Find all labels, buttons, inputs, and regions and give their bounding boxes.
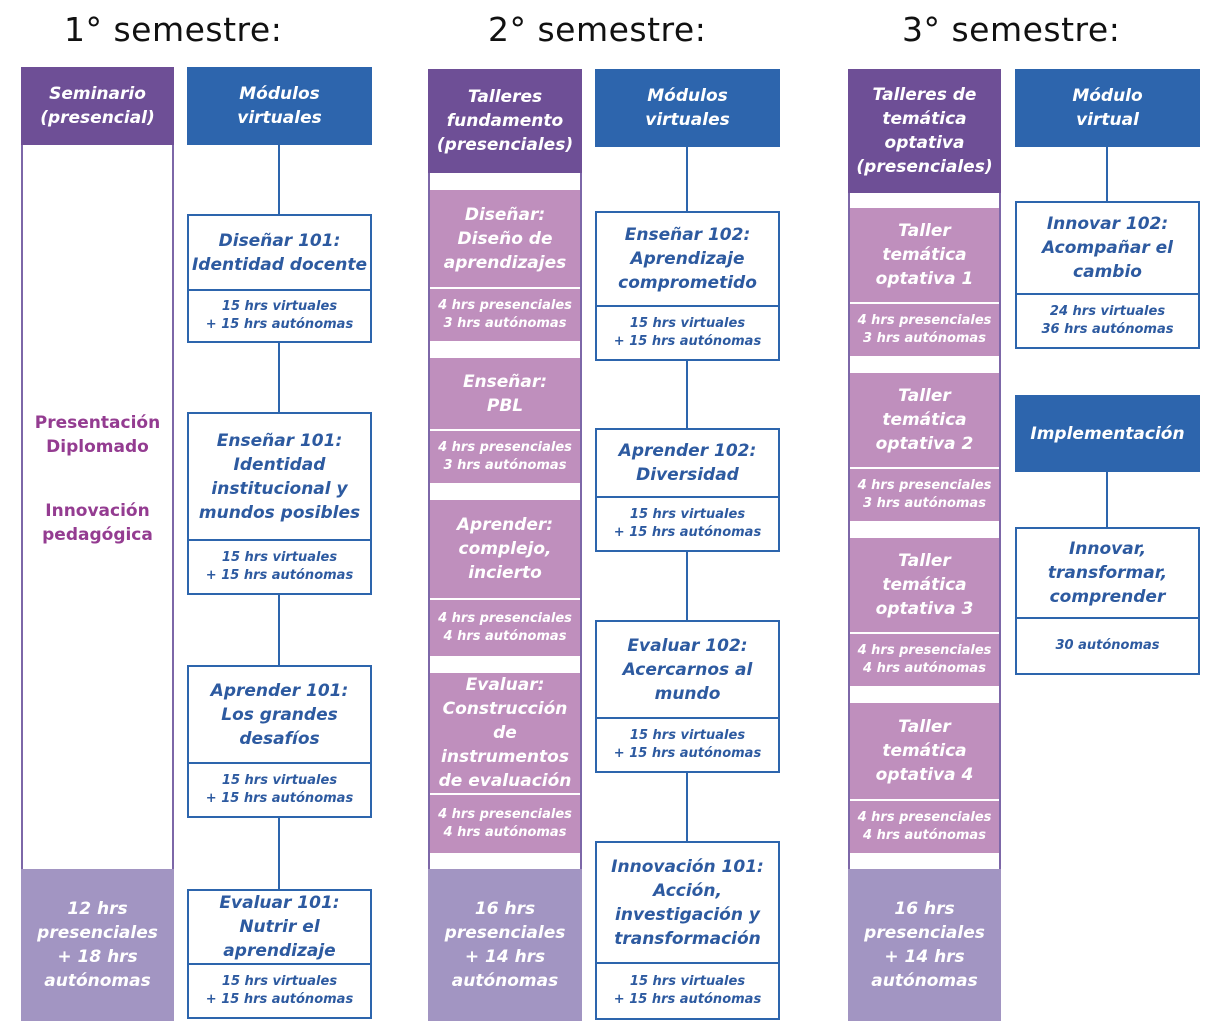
module-card: Innovación 101: Acción, investigación y … xyxy=(595,841,780,1020)
module-card: Diseñar 101: Identidad docente 15 hrs vi… xyxy=(187,214,372,343)
workshop-title: Taller temática optativa 2 xyxy=(875,386,974,454)
module-title: Evaluar 102: Acercarnos al mundo xyxy=(622,635,753,704)
workshop-title: Aprender: complejo, incierto xyxy=(456,515,554,583)
semester-1-title: 1° semestre: xyxy=(64,10,283,49)
connector-line xyxy=(1106,147,1108,202)
semester-1-seminar-presentation: Presentación Diplomado xyxy=(34,413,161,457)
module-card: Evaluar 101: Nutrir el aprendizaje 15 hr… xyxy=(187,889,372,1019)
module-title: Aprender 102: Diversidad xyxy=(618,441,757,485)
semester-3-title: 3° semestre: xyxy=(902,10,1121,49)
connector-line xyxy=(686,773,688,842)
workshop-hours: 4 hrs presenciales 4 hrs autónomas xyxy=(850,632,999,686)
semester-1-seminar-footer: 12 hrs presenciales + 18 hrs autónomas xyxy=(21,869,174,1021)
module-card: Aprender 102: Diversidad 15 hrs virtuale… xyxy=(595,428,780,552)
connector-line xyxy=(686,361,688,429)
module-title: Evaluar 101: Nutrir el aprendizaje xyxy=(219,893,340,961)
workshop-card: Enseñar: PBL 4 hrs presenciales 3 hrs au… xyxy=(430,358,580,483)
workshop-card: Evaluar: Construcción de instrumentos de… xyxy=(430,673,580,853)
connector-line xyxy=(278,343,280,413)
workshop-card: Taller temática optativa 2 4 hrs presenc… xyxy=(850,373,999,521)
semester-2-workshop-header: Talleres fundamento (presenciales) xyxy=(428,69,582,173)
module-hours: 15 hrs virtuales + 15 hrs autónomas xyxy=(597,496,778,550)
semester-2-virtual-header: Módulos virtuales xyxy=(595,69,780,147)
workshop-hours: 4 hrs presenciales 3 hrs autónomas xyxy=(850,302,999,356)
workshop-title: Evaluar: Construcción de instrumentos de… xyxy=(438,675,572,791)
module-hours: 15 hrs virtuales + 15 hrs autónomas xyxy=(189,762,370,816)
workshop-card: Taller temática optativa 3 4 hrs presenc… xyxy=(850,538,999,686)
module-hours: 15 hrs virtuales + 15 hrs autónomas xyxy=(597,305,778,359)
implementation-header: Implementación xyxy=(1015,395,1200,472)
module-hours: 15 hrs virtuales + 15 hrs autónomas xyxy=(597,962,778,1018)
module-card: Aprender 101: Los grandes desafíos 15 hr… xyxy=(187,665,372,818)
module-title: Diseñar 101: Identidad docente xyxy=(191,230,368,275)
workshop-title: Taller temática optativa 4 xyxy=(875,717,974,785)
workshop-hours: 4 hrs presenciales 3 hrs autónomas xyxy=(430,287,580,341)
workshop-hours: 4 hrs presenciales 4 hrs autónomas xyxy=(430,793,580,853)
workshop-title: Taller temática optativa 1 xyxy=(875,221,974,289)
module-card: Evaluar 102: Acercarnos al mundo 15 hrs … xyxy=(595,620,780,773)
workshop-hours: 4 hrs presenciales 3 hrs autónomas xyxy=(430,429,580,483)
connector-line xyxy=(278,818,280,890)
connector-line xyxy=(686,147,688,212)
semester-2-title: 2° semestre: xyxy=(488,10,707,49)
semester-1-seminar-header: Seminario (presencial) xyxy=(21,67,174,145)
workshop-card: Taller temática optativa 4 4 hrs presenc… xyxy=(850,703,999,853)
module-title: Enseñar 102: Aprendizaje comprometido xyxy=(618,225,757,293)
workshop-title: Taller temática optativa 3 xyxy=(875,551,974,619)
workshop-title: Diseñar: Diseño de aprendizajes xyxy=(443,204,567,273)
module-hours: 24 hrs virtuales 36 hrs autónomas xyxy=(1017,293,1198,347)
workshop-hours: 4 hrs presenciales 4 hrs autónomas xyxy=(430,598,580,656)
connector-line xyxy=(1106,472,1108,528)
semester-1-seminar-column xyxy=(21,67,174,1021)
module-title: Enseñar 101: Identidad institucional y m… xyxy=(198,430,361,523)
module-card: Enseñar 102: Aprendizaje comprometido 15… xyxy=(595,211,780,361)
workshop-title: Enseñar: PBL xyxy=(462,371,548,416)
module-card: Innovar 102: Acompañar el cambio 24 hrs … xyxy=(1015,201,1200,349)
module-hours: 15 hrs virtuales + 15 hrs autónomas xyxy=(189,963,370,1017)
workshop-card: Diseñar: Diseño de aprendizajes 4 hrs pr… xyxy=(430,190,580,341)
module-title: Innovación 101: Acción, investigación y … xyxy=(611,856,764,949)
workshop-card: Taller temática optativa 1 4 hrs presenc… xyxy=(850,208,999,356)
implementation-title: Innovar, transformar, comprender xyxy=(1047,539,1168,607)
semester-2-workshop-footer: 16 hrs presenciales + 14 hrs autónomas xyxy=(428,869,582,1021)
workshop-hours: 4 hrs presenciales 3 hrs autónomas xyxy=(850,467,999,521)
connector-line xyxy=(278,145,280,215)
module-title: Aprender 101: Los grandes desafíos xyxy=(210,680,349,749)
implementation-card: Innovar, transformar, comprender 30 autó… xyxy=(1015,527,1200,675)
module-hours: 15 hrs virtuales + 15 hrs autónomas xyxy=(189,539,370,593)
module-card: Enseñar 101: Identidad institucional y m… xyxy=(187,412,372,595)
semester-3-virtual-header: Módulo virtual xyxy=(1015,69,1200,147)
semester-3-workshop-header: Talleres de temática optativa (presencia… xyxy=(848,69,1001,193)
workshop-hours: 4 hrs presenciales 4 hrs autónomas xyxy=(850,799,999,853)
semester-3-workshop-footer: 16 hrs presenciales + 14 hrs autónomas xyxy=(848,869,1001,1021)
module-hours: 15 hrs virtuales + 15 hrs autónomas xyxy=(597,717,778,771)
semester-1-virtual-header: Módulos virtuales xyxy=(187,67,372,145)
semester-1-seminar-innovation: Innovación pedagógica xyxy=(42,501,153,545)
workshop-card: Aprender: complejo, incierto 4 hrs prese… xyxy=(430,500,580,656)
module-hours: 15 hrs virtuales + 15 hrs autónomas xyxy=(189,289,370,341)
module-title: Innovar 102: Acompañar el cambio xyxy=(1042,214,1173,282)
implementation-hours: 30 autónomas xyxy=(1017,617,1198,673)
connector-line xyxy=(686,552,688,621)
connector-line xyxy=(278,595,280,666)
